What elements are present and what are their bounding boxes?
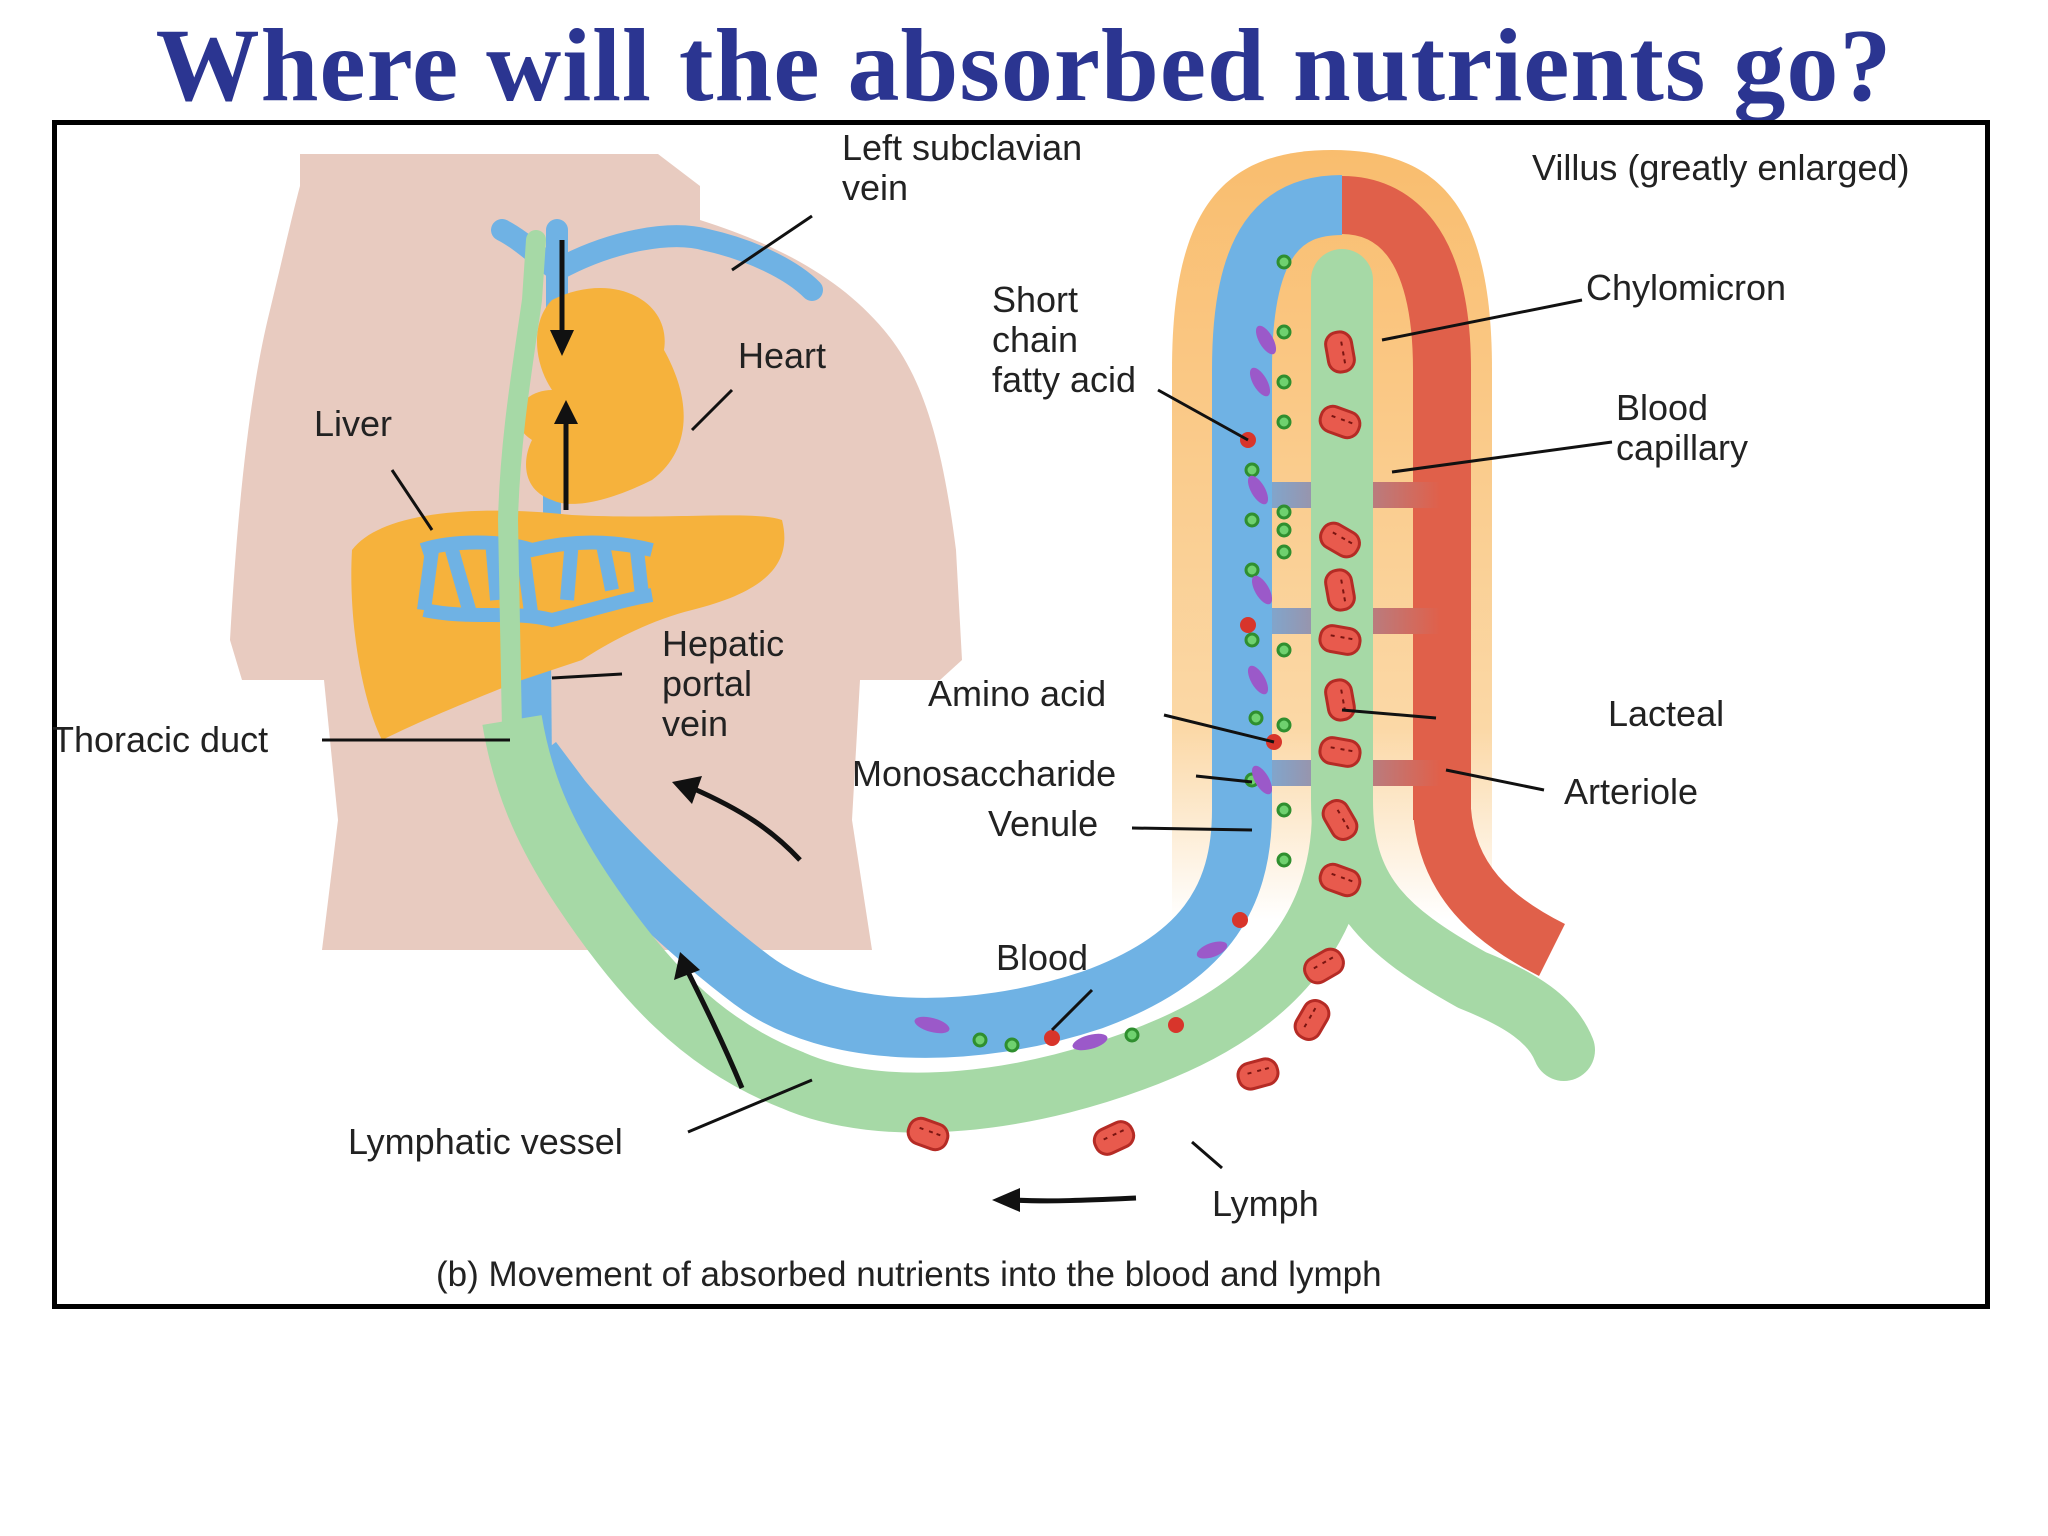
venule-vessel bbox=[508, 175, 1343, 1058]
lymphatic-vessel-label: Lymphatic vessel bbox=[348, 1121, 623, 1162]
blood-label: Blood bbox=[996, 937, 1088, 978]
lymph-label: Lymph bbox=[1212, 1183, 1319, 1224]
flow-arrows bbox=[550, 240, 1137, 1212]
monosaccharide-particles bbox=[914, 325, 1277, 1051]
heart-label: Heart bbox=[738, 335, 826, 376]
figure-caption: (b) Movement of absorbed nutrients into … bbox=[436, 1255, 1382, 1294]
slide-title: Where will the absorbed nutrients go? bbox=[155, 8, 1893, 123]
blood-capillary-label: Blood bbox=[1616, 387, 1708, 428]
left-subclavian-label: vein bbox=[842, 167, 908, 208]
blood-capillary-label: capillary bbox=[1616, 427, 1748, 468]
lacteal-tip bbox=[1312, 270, 1372, 300]
amino-acid-particles bbox=[972, 254, 1292, 1053]
thoracic-duct-label: Thoracic duct bbox=[52, 719, 268, 760]
chylomicron-cells bbox=[906, 330, 1362, 1156]
short-chain-label: fatty acid bbox=[992, 359, 1136, 400]
hepatic-portal-label: portal bbox=[662, 663, 752, 704]
short-chain-label: Short bbox=[992, 279, 1078, 320]
hepatic-portal-label: vein bbox=[662, 703, 728, 744]
venule-label: Venule bbox=[988, 803, 1098, 844]
hepatic-vessel-network bbox=[417, 535, 654, 628]
lymphatic-vessel bbox=[482, 714, 1372, 1133]
chylomicron-label: Chylomicron bbox=[1586, 267, 1786, 308]
liver-label: Liver bbox=[314, 403, 392, 444]
arteriole-outflow bbox=[1413, 806, 1566, 976]
heart-organ bbox=[517, 288, 684, 504]
short-chain-fatty-acid-particles bbox=[1044, 432, 1282, 1046]
arteriole-label: Arteriole bbox=[1564, 771, 1698, 812]
nutrient-absorption-diagram: Left subclavian vein Villus (greatly enl… bbox=[52, 127, 1910, 1294]
amino-acid-label: Amino acid bbox=[928, 673, 1106, 714]
left-subclavian-label: Left subclavian bbox=[842, 127, 1082, 168]
leader-lines bbox=[322, 214, 1613, 1170]
short-chain-label: chain bbox=[992, 319, 1078, 360]
lacteal-label: Lacteal bbox=[1608, 693, 1724, 734]
monosaccharide-label: Monosaccharide bbox=[852, 753, 1116, 794]
thoracic-duct bbox=[497, 230, 546, 740]
villus-label: Villus (greatly enlarged) bbox=[1532, 147, 1910, 188]
arteriole-vessel bbox=[1340, 176, 1471, 820]
hepatic-portal-label: Hepatic bbox=[662, 623, 784, 664]
